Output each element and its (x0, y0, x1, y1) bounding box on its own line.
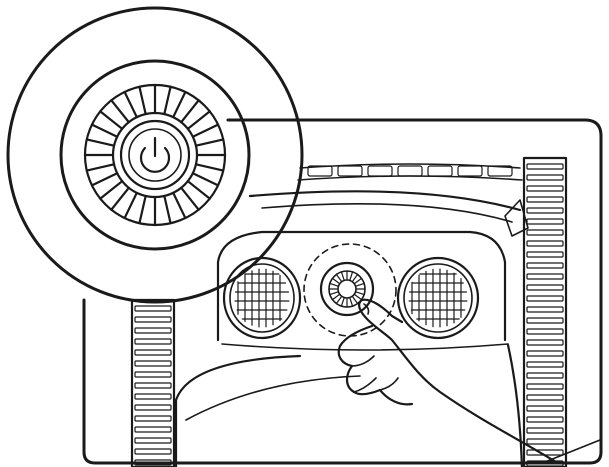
right-air-vent-icon (396, 256, 480, 340)
left-ribbed-strip (130, 298, 176, 467)
right-ribbed-strip (522, 156, 568, 467)
magnified-button-inset (6, 6, 304, 304)
center-power-button-icon (303, 243, 397, 337)
left-air-vent-icon (222, 256, 302, 340)
power-symbol-icon (139, 136, 171, 173)
pointing-hand-icon (337, 298, 558, 464)
dashboard-panel (82, 118, 603, 467)
